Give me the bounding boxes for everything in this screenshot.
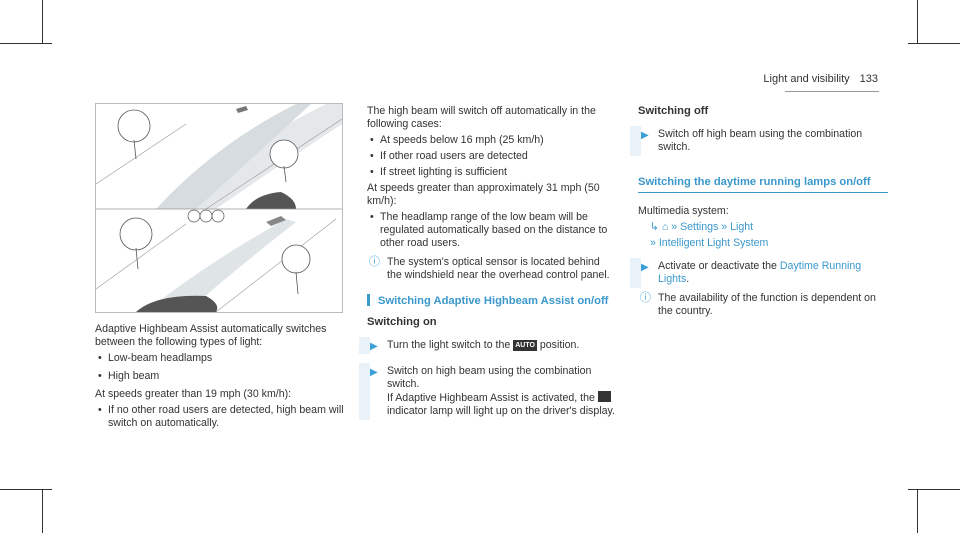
- step-arrow-icon: ▶: [370, 341, 378, 352]
- note-text: The availability of the function is depe…: [658, 292, 876, 317]
- step-bar: [630, 258, 641, 288]
- page-header: Light and visibility 133: [763, 73, 878, 85]
- list-item: If no other road users are detected, hig…: [95, 404, 353, 430]
- chevron-icon: »: [671, 221, 678, 233]
- step-text-part: indicator lamp will light up on the driv…: [387, 405, 615, 417]
- note-text: The system's optical sensor is located b…: [387, 256, 610, 281]
- step-arrow-icon: ▶: [370, 367, 378, 378]
- column-3: Switching off ▶ Switch off high beam usi…: [630, 105, 888, 318]
- step-text: Switch off high beam using the combinati…: [658, 128, 863, 153]
- step-bar: [630, 126, 641, 156]
- crop-mark: [42, 0, 43, 44]
- condition-text: At speeds greater than 19 mph (30 km/h):: [95, 388, 292, 400]
- step-arrow-icon: ▶: [641, 262, 649, 273]
- chevron-icon: »: [650, 237, 656, 249]
- auto-icon: AUTO: [513, 340, 537, 351]
- list-item: High beam: [95, 370, 353, 383]
- column-2: The high beam will switch off automatica…: [359, 105, 617, 420]
- step-1: ▶ Turn the light switch to the AUTO posi…: [359, 337, 617, 354]
- step-bar: [359, 337, 370, 354]
- menu-item-intelligent-light[interactable]: Intelligent Light System: [658, 237, 769, 249]
- menu-arrow-icon: ↳: [650, 221, 659, 233]
- off-step: ▶ Switch off high beam using the combina…: [630, 126, 888, 156]
- info-icon: ⓘ: [369, 256, 380, 268]
- step-text-part: If Adaptive Highbeam Assist is activated…: [387, 392, 595, 404]
- intro-text: Adaptive Highbeam Assist automatically s…: [95, 323, 327, 348]
- list-item: If other road users are detected: [367, 150, 617, 163]
- column-1: Adaptive Highbeam Assist automatically s…: [95, 323, 353, 430]
- header-title: Light and visibility: [763, 73, 850, 85]
- condition-text: At speeds greater than approximately 31 …: [367, 182, 600, 207]
- adaptive-highbeam-illustration: [95, 103, 343, 313]
- crop-mark: [917, 489, 918, 533]
- section-marker: [367, 294, 370, 306]
- sub-title: Switching on: [367, 316, 437, 328]
- info-icon: ⓘ: [640, 292, 651, 304]
- page-number: 133: [859, 73, 878, 85]
- section-title: Switching Adaptive Highbeam Assist on/of…: [367, 294, 617, 308]
- step-2: ▶ Switch on high beam using the combinat…: [359, 363, 617, 420]
- step-text: position.: [539, 339, 580, 351]
- crop-mark: [908, 489, 960, 490]
- high-beam-indicator-icon: [597, 391, 611, 402]
- home-icon: ⌂: [661, 221, 669, 233]
- intro-text: The high beam will switch off automatica…: [367, 105, 596, 130]
- step-text: If Adaptive Highbeam Assist is activated…: [387, 391, 617, 418]
- section-title-text: Switching Adaptive Highbeam Assist on/of…: [378, 295, 609, 307]
- header-rule: [785, 91, 879, 92]
- menu-path-2: » Intelligent Light System: [638, 237, 888, 250]
- crop-mark: [0, 43, 52, 44]
- top-scene: [96, 104, 342, 210]
- step-text: Switch on high beam using the combinatio…: [387, 365, 592, 390]
- menu-item-settings[interactable]: Settings: [680, 221, 719, 233]
- step-text: Turn the light switch to the: [387, 339, 511, 351]
- section-title: Switching the daytime running lamps on/o…: [638, 176, 888, 193]
- crop-mark: [0, 489, 52, 490]
- step-bar: [359, 363, 370, 420]
- list-item: Low-beam headlamps: [95, 352, 353, 365]
- list-item: At speeds below 16 mph (25 km/h): [367, 134, 617, 147]
- chevron-icon: »: [721, 221, 728, 233]
- menu-item-light[interactable]: Light: [730, 221, 754, 233]
- sub-title: Switching off: [638, 105, 709, 117]
- crop-mark: [42, 489, 43, 533]
- note: ⓘ The system's optical sensor is located…: [367, 256, 617, 282]
- menu-label: Multimedia system:: [638, 205, 729, 217]
- drl-step: ▶ Activate or deactivate the Daytime Run…: [630, 258, 888, 288]
- step-text: .: [686, 273, 690, 285]
- note: ⓘ The availability of the function is de…: [638, 292, 888, 318]
- crop-mark: [917, 0, 918, 44]
- bottom-scene: [96, 209, 337, 312]
- crop-mark: [908, 43, 960, 44]
- list-item: The headlamp range of the low beam will …: [367, 211, 617, 250]
- illustration-svg: [96, 104, 342, 312]
- step-text: Activate or deactivate the: [658, 260, 777, 272]
- daytime-running-lights-link[interactable]: Daytime Running Lights: [658, 260, 862, 285]
- list-item: If street lighting is sufficient: [367, 166, 617, 179]
- menu-path: ↳ ⌂ » Settings » Light: [638, 221, 888, 234]
- step-arrow-icon: ▶: [641, 130, 649, 141]
